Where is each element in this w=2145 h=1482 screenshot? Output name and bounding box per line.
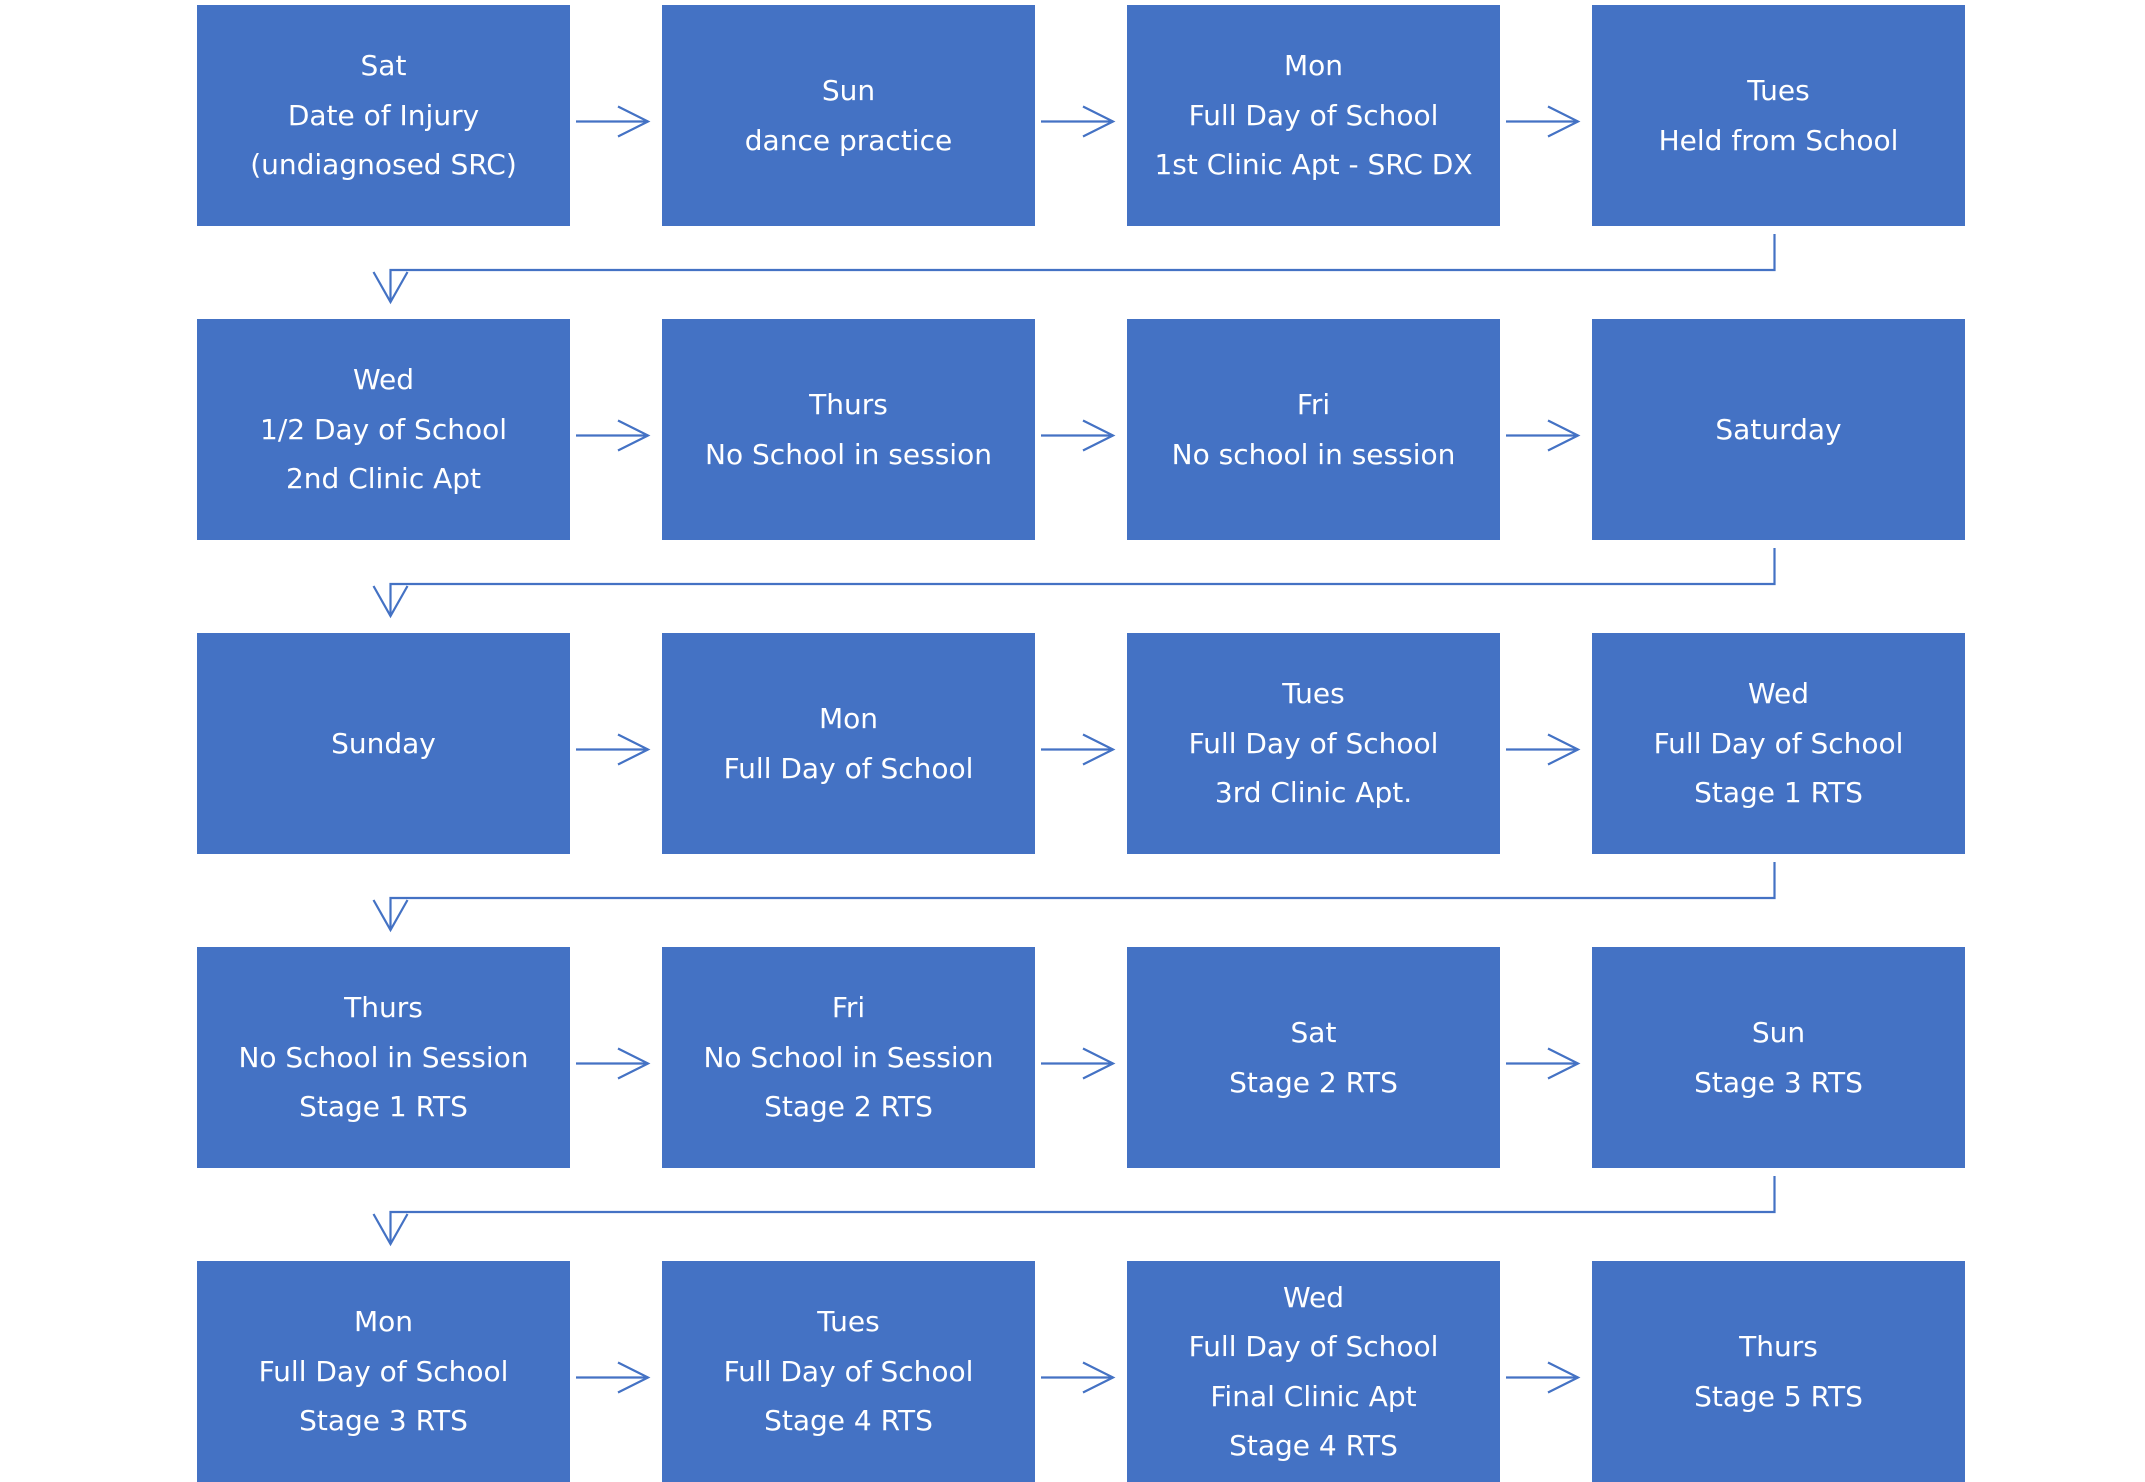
step-box: Sunday — [197, 633, 570, 854]
return-connector-line — [389, 548, 1776, 616]
step-box: Thurs No School in session — [662, 319, 1035, 540]
step-text-line: Fri — [1296, 388, 1331, 421]
step-text-line: Sun — [1751, 1016, 1806, 1049]
step-text-line: No School in Session — [703, 1040, 994, 1074]
step-text-line: Stage 2 RTS — [764, 1090, 933, 1124]
step-text-line: Wed — [1747, 677, 1810, 711]
step-text-line: Sun — [821, 74, 876, 107]
step-box: Sun dance practice — [662, 5, 1035, 226]
step-text-line: Full Day of School — [723, 1354, 974, 1388]
down-arrow-head — [372, 899, 409, 933]
return-connector-line — [389, 862, 1776, 930]
step-text-line: Stage 1 RTS — [1694, 776, 1863, 810]
step-text-line: Full Day of School — [1188, 726, 1439, 760]
step-text-line: Mon — [818, 702, 879, 735]
right-arrow-head — [617, 733, 651, 766]
right-arrow-head — [617, 1361, 651, 1394]
step-text-line: Stage 3 RTS — [299, 1404, 468, 1438]
step-text-line: Tues — [1747, 74, 1810, 107]
step-text-line: Thurs — [1739, 1330, 1818, 1363]
step-text-line: Stage 3 RTS — [1694, 1065, 1863, 1099]
step-box: Saturday — [1592, 319, 1965, 540]
step-text-line: dance practice — [744, 123, 953, 157]
right-arrow-head — [1547, 1047, 1581, 1080]
right-arrow-head — [617, 419, 651, 452]
step-text-line: 1st Clinic Apt - SRC DX — [1154, 148, 1473, 182]
step-text-line: Full Day of School — [1653, 726, 1904, 760]
step-text-line: Tues — [1282, 677, 1345, 711]
right-arrow-head — [1082, 1361, 1116, 1394]
step-text-line: No School in session — [705, 437, 992, 471]
step-text-line: Sat — [1290, 1016, 1337, 1049]
right-arrow-head — [1082, 105, 1116, 138]
step-text-line: Saturday — [1715, 412, 1842, 446]
step-text-line: Thurs — [344, 991, 423, 1025]
step-text-line: No School in Session — [238, 1040, 529, 1074]
step-text-line: Full Day of School — [258, 1354, 509, 1388]
step-text-line: Thurs — [809, 388, 888, 421]
step-text-line: Held from School — [1658, 123, 1899, 157]
return-connector-line — [389, 1176, 1776, 1244]
step-text-line: Full Day of School — [1188, 98, 1439, 132]
down-arrow-head — [372, 585, 409, 619]
step-text-line: Stage 2 RTS — [1229, 1065, 1398, 1099]
down-arrow-head — [372, 1213, 409, 1247]
right-arrow-head — [1082, 733, 1116, 766]
step-box: Fri No school in session — [1127, 319, 1500, 540]
right-arrow-head — [617, 1047, 651, 1080]
step-text-line: Wed — [352, 363, 415, 397]
step-text-line: Final Clinic Apt — [1210, 1379, 1417, 1413]
step-text-line: Sat — [360, 49, 407, 83]
step-text-line: Stage 4 RTS — [764, 1404, 933, 1438]
step-text-line: Sunday — [331, 726, 436, 760]
right-arrow-head — [617, 105, 651, 138]
step-text-line: Mon — [353, 1305, 414, 1339]
right-arrow-head — [1547, 105, 1581, 138]
step-text-line: (undiagnosed SRC) — [250, 148, 517, 182]
step-text-line: No school in session — [1171, 437, 1456, 471]
right-arrow-head — [1082, 419, 1116, 452]
right-arrow-head — [1082, 1047, 1116, 1080]
step-text-line: Fri — [831, 991, 866, 1025]
step-text-line: Stage 4 RTS — [1229, 1429, 1398, 1462]
down-arrow-head — [372, 271, 409, 305]
step-text-line: 2nd Clinic Apt — [285, 462, 482, 496]
step-text-line: 3rd Clinic Apt. — [1214, 776, 1413, 810]
step-text-line: Full Day of School — [723, 751, 974, 785]
step-text-line: Tues — [817, 1305, 880, 1339]
step-text-line: Stage 1 RTS — [299, 1090, 468, 1124]
step-text-line: Date of Injury — [287, 98, 480, 132]
step-text-line: Stage 5 RTS — [1694, 1379, 1863, 1413]
step-box: Wed 1/2 Day of School 2nd Clinic Apt — [197, 319, 570, 540]
step-text-line: Full Day of School — [1188, 1330, 1439, 1363]
step-text-line: Mon — [1283, 49, 1344, 83]
step-text-line: Wed — [1282, 1280, 1345, 1314]
right-arrow-head — [1547, 419, 1581, 452]
return-connector-line — [389, 234, 1776, 302]
step-text-line: 1/2 Day of School — [260, 412, 507, 446]
right-arrow-head — [1547, 1361, 1581, 1394]
right-arrow-head — [1547, 733, 1581, 766]
